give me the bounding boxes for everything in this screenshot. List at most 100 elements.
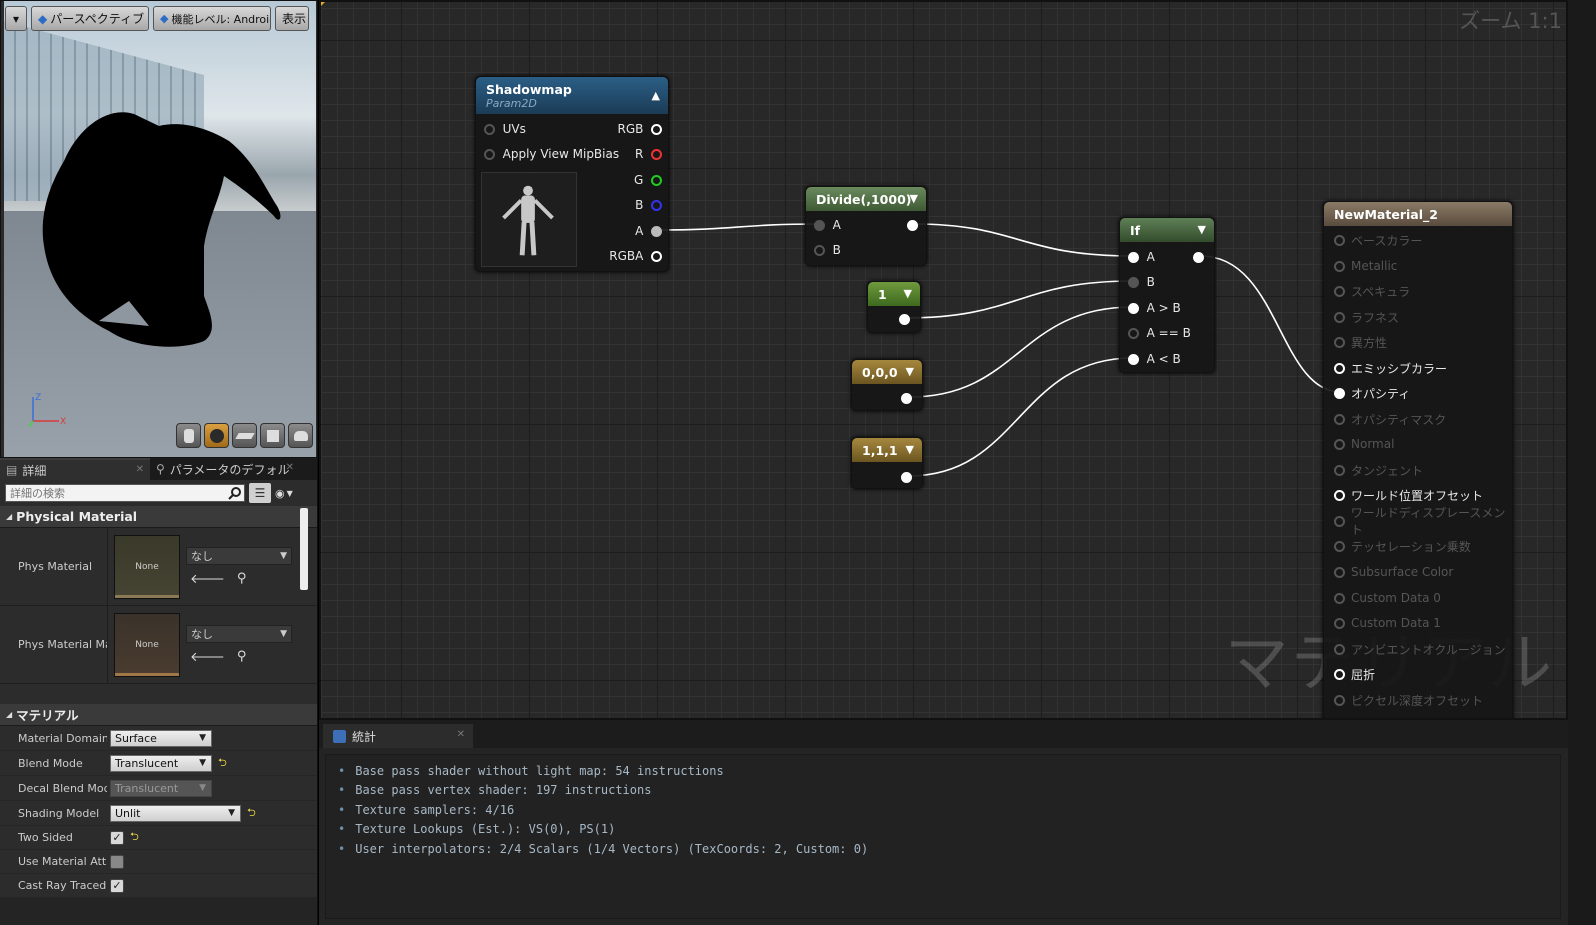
- pin-ambient-occlusion[interactable]: アンビエントオクルージョン: [1334, 639, 1506, 659]
- pin-metallic[interactable]: Metallic: [1334, 256, 1397, 276]
- view-options-list-button[interactable]: ☰: [249, 483, 271, 503]
- node-constant3-111-header[interactable]: 1,1,1 ▼: [852, 438, 922, 462]
- pin-tessellation-multiplier[interactable]: テッセレーション乗数: [1334, 536, 1471, 556]
- details-search-input[interactable]: [5, 484, 245, 502]
- node-divide[interactable]: Divide(,1000) ▼ A B: [805, 186, 927, 266]
- chevron-down-icon[interactable]: ▼: [905, 443, 914, 456]
- browse-search-icon[interactable]: ⚲: [236, 571, 247, 586]
- blend-mode-select[interactable]: Translucent▼: [110, 754, 212, 772]
- cast-ray-traced-shadows-checkbox[interactable]: ✓: [110, 878, 124, 893]
- reset-to-default-icon[interactable]: ⮌: [247, 805, 256, 819]
- chevron-down-icon[interactable]: ▼: [905, 365, 914, 378]
- pin-normal[interactable]: Normal: [1334, 434, 1394, 454]
- pin-custom-data-0[interactable]: Custom Data 0: [1334, 588, 1441, 608]
- pin-opacity-mask[interactable]: オパシティマスク: [1334, 409, 1446, 429]
- pin-emissive-color[interactable]: エミッシブカラー: [1334, 358, 1447, 378]
- node-divide-header[interactable]: Divide(,1000) ▼: [806, 187, 926, 211]
- close-icon[interactable]: ✕: [285, 462, 294, 473]
- plane-shape-button[interactable]: [232, 423, 257, 448]
- collapse-arrow-icon[interactable]: ▲: [651, 89, 660, 102]
- pin-subsurface-color[interactable]: Subsurface Color: [1334, 562, 1453, 582]
- pin-tangent[interactable]: タンジェント: [1334, 460, 1423, 480]
- pin-apply-view-mipbias[interactable]: Apply View MipBias: [484, 144, 619, 164]
- pin-if-aeqb[interactable]: A == B: [1128, 323, 1191, 343]
- node-material-result-header[interactable]: NewMaterial_2: [1324, 202, 1512, 226]
- node-constant-1-header[interactable]: 1 ▼: [868, 282, 920, 306]
- cube-shape-button[interactable]: [260, 423, 285, 448]
- node-constant3-111[interactable]: 1,1,1 ▼: [851, 437, 923, 489]
- pin-a[interactable]: A: [635, 221, 662, 241]
- tab-details[interactable]: ▤ 詳細 ✕: [0, 458, 150, 480]
- use-selected-arrow-icon[interactable]: 🡐: [190, 572, 225, 587]
- node-if[interactable]: If ▼ A B A > B A == B A < B: [1119, 217, 1215, 373]
- pin-g[interactable]: G: [634, 170, 662, 190]
- node-if-header[interactable]: If ▼: [1120, 218, 1214, 242]
- phys-material-thumbnail[interactable]: None: [114, 535, 180, 599]
- show-button[interactable]: 表示: [275, 6, 309, 31]
- pin-if-a[interactable]: A: [1128, 247, 1155, 267]
- node-shadowmap-header[interactable]: Shadowmap Param2D ▲: [476, 77, 668, 114]
- sphere-shape-button[interactable]: [204, 423, 229, 448]
- pin-world-position-offset[interactable]: ワールド位置オフセット: [1334, 485, 1483, 505]
- reset-to-default-icon[interactable]: ⮌: [130, 830, 139, 843]
- pin-roughness[interactable]: ラフネス: [1334, 307, 1399, 327]
- pin-specular[interactable]: スペキュラ: [1334, 281, 1410, 301]
- close-icon[interactable]: ✕: [135, 464, 144, 475]
- tab-stats[interactable]: 統計 ✕: [323, 724, 473, 748]
- chevron-down-icon[interactable]: ▼: [909, 192, 918, 205]
- pin-if-b[interactable]: B: [1128, 272, 1155, 292]
- material-graph[interactable]: ズーム 1:1 マテリアル Shadowmap Param2D ▲ UVs Ap…: [318, 0, 1568, 720]
- use-selected-arrow-icon[interactable]: 🡐: [190, 650, 225, 665]
- pin-anisotropy[interactable]: 異方性: [1334, 332, 1387, 352]
- pin-custom-data-1[interactable]: Custom Data 1: [1334, 613, 1441, 633]
- preview-viewport[interactable]: ▾ ◆ パースペクティブ ◆ 機能レベル: Android ES3.1 表示 Z…: [0, 0, 318, 458]
- phys-material-combo[interactable]: なし ▼: [186, 547, 292, 565]
- browse-search-icon[interactable]: ⚲: [236, 649, 247, 664]
- phys-material-mask-thumbnail[interactable]: None: [114, 613, 180, 677]
- section-material[interactable]: ◢ マテリアル: [0, 704, 317, 726]
- section-physical-material[interactable]: ◢ Physical Material: [0, 506, 317, 528]
- perspective-button[interactable]: ◆ パースペクティブ: [31, 6, 149, 31]
- teapot-shape-button[interactable]: [288, 423, 313, 448]
- node-constant-1[interactable]: 1 ▼: [867, 281, 921, 333]
- node-constant3-000-header[interactable]: 0,0,0 ▼: [852, 360, 922, 384]
- node-material-result[interactable]: NewMaterial_2 ベースカラー Metallic スペキュラ ラフネス…: [1323, 201, 1513, 720]
- pin-if-agtb[interactable]: A > B: [1128, 298, 1181, 318]
- pin-refraction[interactable]: 屈折: [1334, 664, 1375, 684]
- feature-level-button[interactable]: ◆ 機能レベル: Android ES3.1: [153, 6, 271, 31]
- node-constant3-000[interactable]: 0,0,0 ▼: [851, 359, 923, 411]
- chevron-down-icon[interactable]: ▼: [1197, 223, 1206, 236]
- pin-world-displacement[interactable]: ワールドディスプレースメント: [1334, 506, 1512, 537]
- details-scrollbar[interactable]: [300, 508, 308, 590]
- visibility-button[interactable]: ◉▼: [275, 487, 293, 500]
- node-shadowmap[interactable]: Shadowmap Param2D ▲ UVs Apply View MipBi…: [475, 76, 669, 272]
- search-icon[interactable]: [228, 486, 242, 503]
- tab-parameter-defaults[interactable]: ⚲ パラメータのデフォル ✕: [156, 462, 294, 477]
- material-domain-select[interactable]: Surface▼: [110, 729, 212, 747]
- pin-if-altb[interactable]: A < B: [1128, 349, 1181, 369]
- chevron-down-icon[interactable]: ▼: [903, 287, 912, 300]
- pin-pixel-depth-offset[interactable]: ピクセル深度オフセット: [1334, 690, 1483, 710]
- pin-uvs[interactable]: UVs: [484, 119, 526, 139]
- pin-if-out[interactable]: [1193, 247, 1204, 267]
- use-material-attributes-checkbox[interactable]: [110, 854, 124, 869]
- pin-divide-a[interactable]: A: [814, 215, 841, 235]
- two-sided-checkbox[interactable]: ✓: [110, 830, 124, 845]
- pin-rgba[interactable]: RGBA: [609, 246, 662, 266]
- shading-model-select[interactable]: Unlit▼: [110, 804, 241, 822]
- pin-constant-1-out[interactable]: [899, 309, 910, 329]
- reset-to-default-icon[interactable]: ⮌: [218, 755, 227, 769]
- pin-opacity[interactable]: オパシティ: [1334, 383, 1410, 403]
- pin-constant3-111-out[interactable]: [901, 467, 912, 487]
- close-icon[interactable]: ✕: [456, 729, 465, 740]
- cylinder-shape-button[interactable]: [176, 423, 201, 448]
- pin-rgb[interactable]: RGB: [617, 119, 662, 139]
- pin-divide-out[interactable]: [907, 215, 918, 235]
- pin-base-color[interactable]: ベースカラー: [1334, 230, 1422, 250]
- phys-material-mask-combo[interactable]: なし ▼: [186, 625, 292, 643]
- pin-divide-b[interactable]: B: [814, 240, 841, 260]
- pin-b[interactable]: B: [635, 195, 662, 215]
- pin-constant3-000-out[interactable]: [901, 388, 912, 408]
- viewport-menu-button[interactable]: ▾: [5, 6, 27, 31]
- pin-r[interactable]: R: [635, 144, 662, 164]
